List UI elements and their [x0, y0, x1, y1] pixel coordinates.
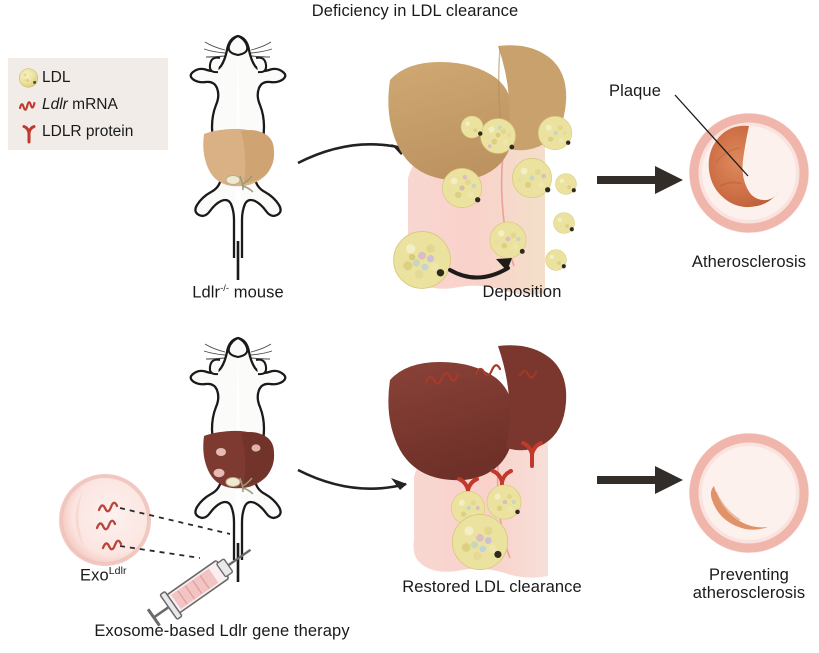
ldlr-receptors	[450, 441, 543, 526]
preventing-line1: Preventing	[709, 566, 789, 584]
syringe-illustration	[136, 528, 266, 636]
bottom-mouse-illustration	[163, 330, 313, 582]
bottom-liver	[388, 345, 567, 481]
liver-mrna-squiggles	[424, 364, 538, 385]
legend-item-ldlr-protein: LDLR protein	[16, 118, 160, 145]
ldl-particles-top	[393, 115, 577, 289]
preventing-atherosclerosis-label: Preventing atherosclerosis	[654, 566, 819, 603]
bottom-thick-arrow	[597, 462, 685, 498]
legend-item-mrna: Ldlr mRNA	[16, 91, 160, 118]
top-mouse-label: Ldlr-/- mouse	[192, 283, 284, 303]
mrna-squiggle-icon	[16, 93, 42, 117]
exosome-dashed-leader	[118, 498, 238, 568]
exosome-label-main: Exo	[80, 566, 109, 585]
top-mouse-illustration	[163, 28, 313, 280]
top-mouse-label-gene: Ldlr	[192, 283, 221, 302]
legend-label-ldl: LDL	[42, 68, 71, 86]
ldl-particle-bottom-vessel	[451, 513, 509, 571]
bottom-curved-arrow	[295, 450, 420, 500]
top-mouse-label-sup: -/-	[220, 283, 230, 294]
legend-label-ldlr-protein: LDLR protein	[42, 122, 134, 140]
exosome-label-sup: Ldlr	[108, 565, 127, 577]
legend-label-mrna-wrap: Ldlr mRNA	[42, 96, 118, 114]
legend-box: LDL Ldlr mRNA LDLR protein	[8, 58, 168, 150]
bottom-liver-vessel-illustration	[380, 336, 595, 578]
top-mouse-label-tail: mouse	[229, 283, 284, 302]
therapy-caption: Exosome-based Ldlr gene therapy	[94, 622, 350, 640]
plaque-leader-line	[672, 92, 762, 182]
legend-label-mrna-gene: Ldlr	[42, 95, 68, 113]
healthy-artery	[686, 430, 812, 556]
ldlr-protein-icon	[16, 120, 42, 144]
top-thick-arrow	[597, 162, 685, 198]
legend-label-mrna-suffix: mRNA	[67, 95, 118, 113]
top-row-title: Deficiency in LDL clearance	[311, 2, 519, 20]
exosome-label: ExoLdlr	[80, 565, 127, 586]
top-mouse-liver	[203, 128, 275, 187]
exosome-vesicle	[53, 468, 157, 572]
ldl-particle-icon	[16, 66, 42, 90]
top-liver-vessel-illustration	[380, 28, 595, 295]
deposition-arrow	[448, 258, 512, 280]
legend-item-ldl: LDL	[16, 64, 160, 91]
deposition-label: Deposition	[482, 283, 562, 301]
bottom-mouse-liver	[203, 430, 275, 489]
plaque-label: Plaque	[609, 82, 661, 100]
atherosclerosis-label: Atherosclerosis	[691, 253, 807, 271]
preventing-line2: atherosclerosis	[692, 584, 806, 603]
restored-clearance-label: Restored LDL clearance	[402, 578, 582, 596]
